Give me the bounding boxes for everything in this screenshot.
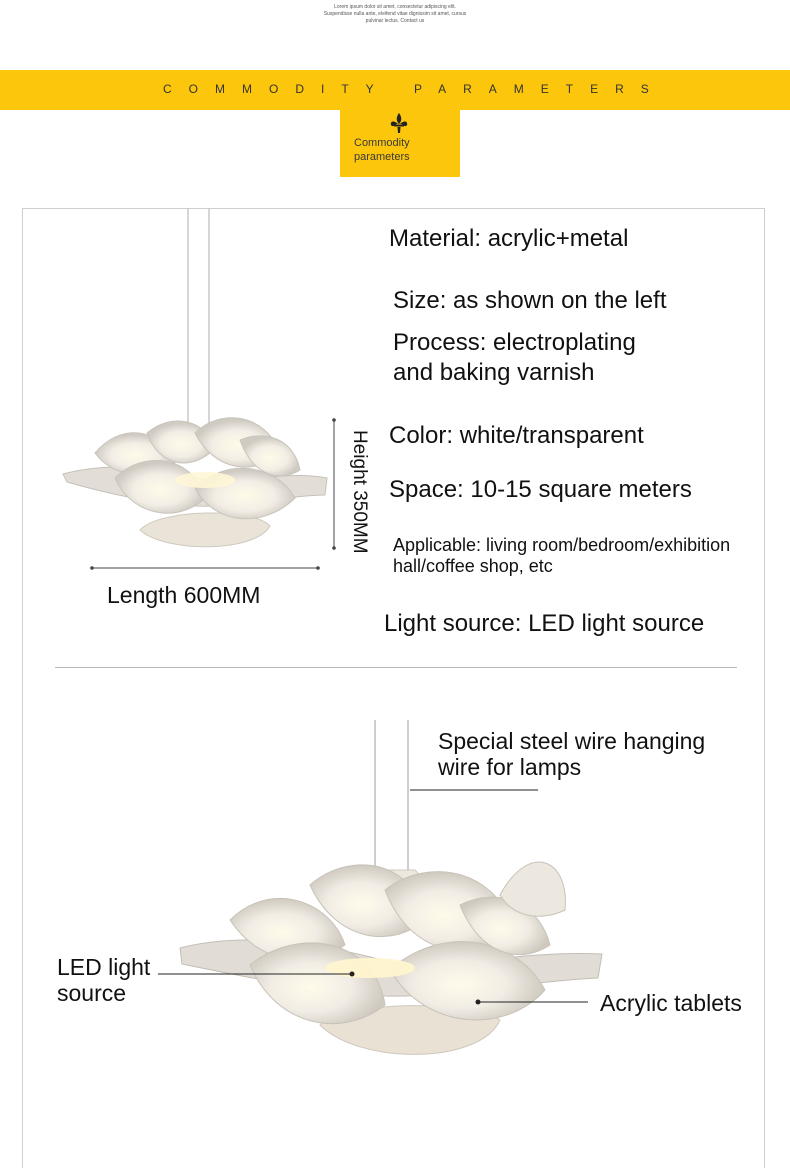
spec-space: Space: 10-15 square meters [389,476,692,503]
banner-title-right: PARAMETERS [414,82,666,96]
spec-material: Material: acrylic+metal [389,225,629,252]
section-divider [55,667,737,668]
callout-wire-line-1: Special steel wire hanging [438,728,706,754]
pendant-lamp-image [62,208,328,548]
tag-label-line-1: Commodity [354,137,410,149]
callout-wire-line-2: wire for lamps [438,754,582,780]
callout-led-line-2: source [57,980,127,1006]
spec-process-line-1: Process: electroplating [393,329,636,356]
length-dimension-label: Length 600MM [107,582,261,608]
commodity-parameters-banner [0,70,790,110]
spec-color: Color: white/transparent [389,422,644,449]
callout-acrylic: Acrylic tablets [600,990,742,1016]
callout-led-line-1: LED light [57,954,151,980]
spec-applicable-line-2: hall/coffee shop, etc [393,556,553,576]
spec-panel [22,208,765,1168]
tag-label-line-2: parameters [354,151,410,163]
pendant-lamp-detail-image [179,720,603,1055]
header-lorem-text: Lorem ipsum dolor sit amet, consectetur … [0,4,790,25]
lorem-line-3: pulvinar lectus. Contact us [365,18,425,24]
spec-size: Size: as shown on the left [393,287,667,314]
spec-process-line-2: and baking varnish [393,359,595,386]
lorem-line-2: Suspendisse nulla ante, eleifend vitae d… [323,11,467,17]
fleur-de-lis-icon [390,113,408,133]
spec-applicable-line-1: Applicable: living room/bedroom/exhibiti… [393,535,731,555]
lorem-line-1: Lorem ipsum dolor sit amet, consectetur … [334,4,456,10]
banner-title-left: COMMODITY [163,82,391,96]
spec-light-source: Light source: LED light source [384,610,705,637]
height-dimension-label: Height 350MM [349,430,370,554]
